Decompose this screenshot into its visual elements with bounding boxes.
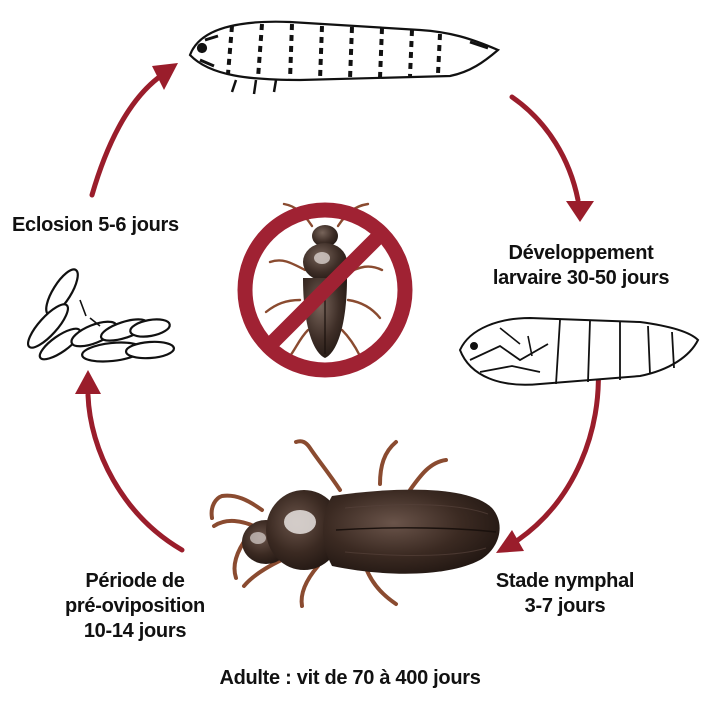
larva-drawing bbox=[190, 22, 498, 94]
arrow-to-larval-development bbox=[512, 97, 578, 200]
arrow-to-eggs bbox=[88, 395, 182, 550]
label-preovi-line1: Période de bbox=[40, 569, 230, 594]
arrowhead-eggs bbox=[75, 370, 101, 394]
label-larval-line1: Développement bbox=[463, 241, 699, 266]
label-larval-line2: larvaire 30-50 jours bbox=[463, 266, 699, 291]
no-beetle-sign bbox=[245, 204, 405, 370]
adult-beetle-photo bbox=[212, 441, 500, 606]
label-pre-oviposition: Période de pré-oviposition 10-14 jours bbox=[40, 569, 230, 644]
label-larval-development: Développement larvaire 30-50 jours bbox=[463, 241, 699, 291]
arrowhead-larval-development bbox=[566, 201, 594, 222]
label-adult: Adulte : vit de 70 à 400 jours bbox=[160, 666, 540, 691]
label-nymph-stage: Stade nymphal 3-7 jours bbox=[465, 569, 665, 619]
eggs-drawing bbox=[23, 265, 175, 364]
label-nymph-line1: Stade nymphal bbox=[465, 569, 665, 594]
label-preovi-line2: pré-oviposition bbox=[40, 594, 230, 619]
arrow-to-larva bbox=[92, 78, 158, 195]
pupa-drawing bbox=[460, 318, 698, 385]
label-preovi-line3: 10-14 jours bbox=[40, 619, 230, 644]
label-eclosion: Eclosion 5-6 jours bbox=[12, 213, 179, 238]
label-nymph-line2: 3-7 jours bbox=[465, 594, 665, 619]
arrow-to-nymph bbox=[518, 365, 598, 540]
